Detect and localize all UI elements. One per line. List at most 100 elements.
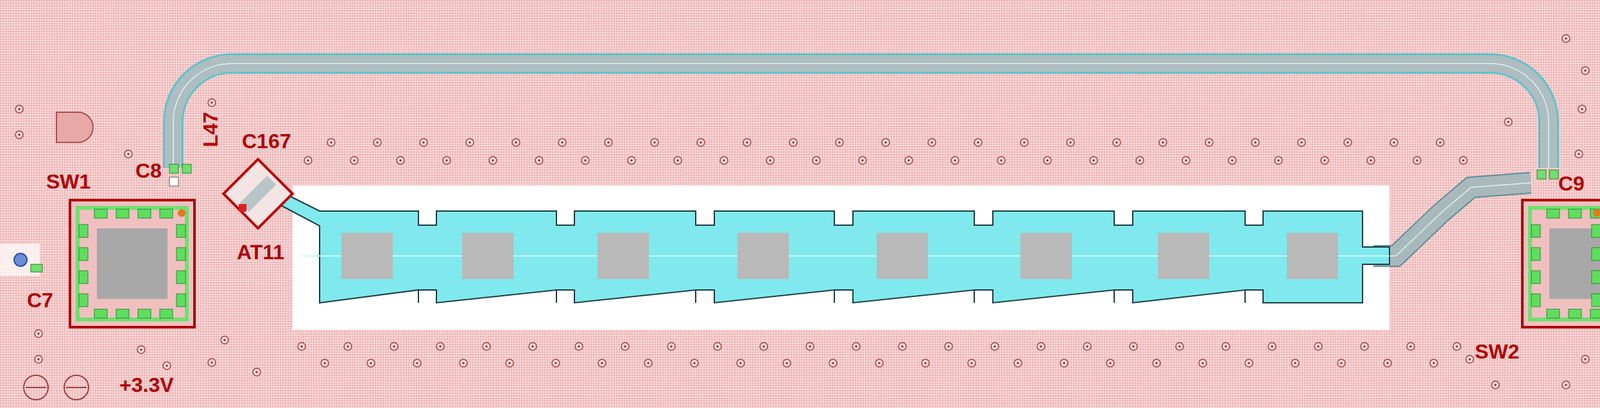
via — [505, 359, 514, 368]
via-field — [15, 34, 1590, 389]
resonator-pad — [1020, 232, 1072, 280]
via — [921, 359, 930, 368]
resonator-pad — [341, 232, 393, 280]
via — [667, 342, 676, 351]
via — [436, 342, 445, 351]
via — [1159, 138, 1167, 147]
via — [1337, 359, 1346, 368]
stepped-impedance-filter — [275, 192, 1390, 303]
ref-designator: +3.3V — [119, 374, 174, 396]
via — [1491, 381, 1500, 389]
via — [34, 355, 43, 364]
via — [1083, 342, 1092, 351]
resonator-pad — [462, 232, 514, 280]
via — [419, 138, 428, 147]
via — [528, 342, 537, 351]
via — [535, 156, 543, 165]
via — [881, 138, 890, 147]
via — [1367, 156, 1375, 165]
via — [1406, 342, 1415, 351]
resonator-pad — [597, 232, 649, 280]
smd-pad — [30, 264, 43, 273]
via — [944, 342, 953, 351]
via — [1251, 138, 1260, 147]
via — [1112, 138, 1121, 147]
via — [512, 138, 520, 147]
via — [696, 138, 705, 147]
via — [852, 342, 861, 351]
part-label: SW2 — [1474, 341, 1520, 362]
via — [875, 359, 884, 368]
via — [627, 156, 636, 165]
ref-designator: C8 — [135, 160, 162, 181]
via — [1320, 156, 1329, 165]
filter-copper — [275, 192, 1390, 303]
via — [442, 156, 451, 165]
via — [367, 359, 375, 368]
ic-footprint: SW2 — [1521, 198, 1600, 329]
via — [1436, 138, 1445, 147]
rf-trace — [173, 63, 1549, 169]
silkscreen-mark — [56, 112, 94, 143]
via — [951, 156, 959, 165]
via — [137, 345, 146, 354]
via — [1343, 138, 1352, 147]
via — [373, 138, 382, 147]
smd-pad — [1537, 170, 1547, 180]
via — [15, 105, 24, 113]
via — [829, 359, 837, 368]
via — [858, 156, 867, 165]
ref-designator: L47 — [200, 111, 221, 147]
resonator-pad — [876, 232, 929, 280]
via — [1383, 359, 1392, 368]
via — [207, 358, 216, 367]
via — [558, 138, 567, 147]
ic-outline — [1521, 198, 1600, 329]
trace-centerline — [1386, 182, 1531, 257]
test-point — [64, 375, 89, 400]
part-label: AT11 — [236, 241, 285, 263]
via — [1182, 156, 1190, 165]
via — [390, 342, 398, 351]
via — [835, 138, 844, 147]
via — [1245, 359, 1253, 368]
via — [1360, 342, 1369, 351]
via — [812, 156, 821, 165]
resonator-pad — [737, 232, 789, 280]
via — [1291, 359, 1299, 368]
via — [598, 359, 606, 368]
via — [396, 156, 405, 165]
ref-designator: C167 — [241, 130, 292, 152]
via — [673, 156, 682, 165]
via — [1037, 342, 1045, 351]
via — [1297, 138, 1306, 147]
via — [1581, 355, 1590, 364]
via — [1574, 150, 1583, 158]
smd-pad — [1549, 170, 1559, 180]
trace-centerline — [173, 63, 1549, 169]
via — [766, 156, 775, 165]
via-pad — [14, 253, 27, 267]
via — [220, 336, 229, 345]
via — [1314, 342, 1323, 351]
via — [1390, 138, 1398, 147]
via — [320, 359, 329, 368]
smd-pad — [169, 177, 179, 187]
via — [1459, 156, 1468, 165]
test-point — [25, 387, 47, 389]
via — [482, 342, 491, 351]
via — [1228, 156, 1237, 165]
via — [928, 138, 936, 147]
via — [1562, 381, 1570, 389]
via — [1060, 359, 1068, 368]
via — [621, 342, 629, 351]
via — [1152, 359, 1161, 368]
via — [1429, 359, 1438, 368]
via — [581, 156, 590, 165]
via — [974, 138, 982, 147]
ref-designator: C9 — [1558, 173, 1585, 194]
via — [459, 359, 468, 368]
via — [604, 138, 613, 147]
via — [1198, 359, 1207, 368]
